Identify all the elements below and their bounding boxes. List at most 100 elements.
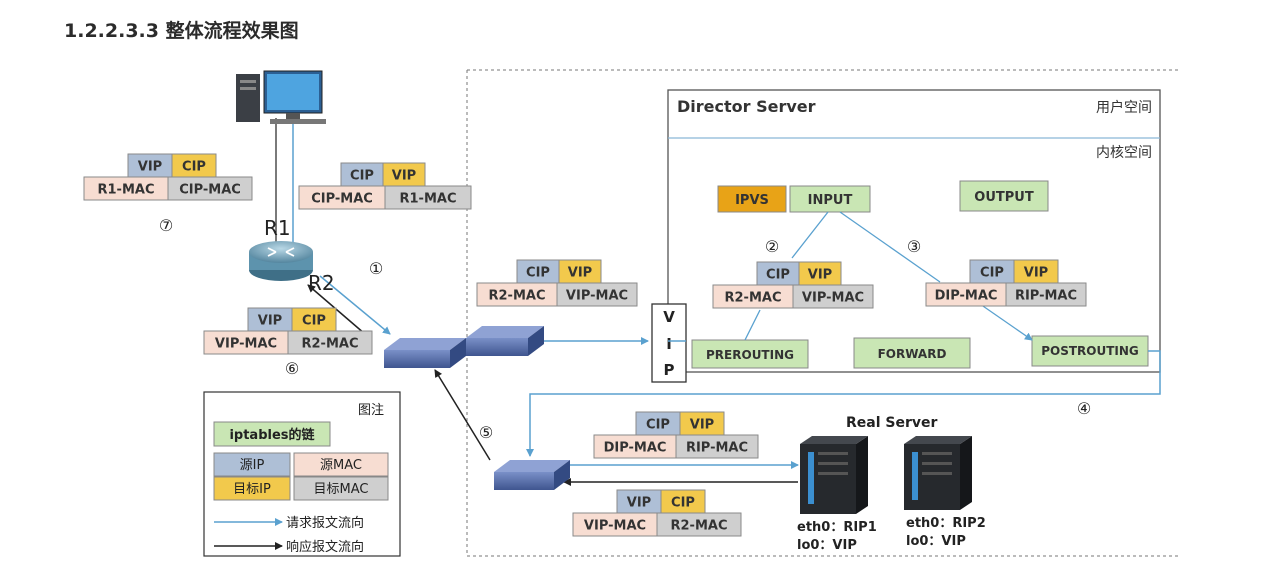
step-marker-4: ④	[1077, 399, 1091, 418]
p_dip_rip_dir-dst-mac-cell	[1005, 282, 1087, 307]
legend-src-mac-swatch	[293, 452, 389, 477]
user-space-label: 用户空间	[1096, 99, 1152, 116]
rs2-eth0-label: eth0：RIP2	[906, 516, 986, 531]
p_in_dir-src-mac-text: R2-MAC	[725, 291, 782, 306]
chain-postrouting-label: POSTROUTING	[1041, 344, 1139, 358]
real-server-2-icon	[904, 436, 972, 510]
chain-forward-label: FORWARD	[878, 347, 947, 361]
step-marker-2: ②	[765, 237, 779, 256]
p_dip_rip_dir-dst-ip-text: VIP	[1024, 266, 1048, 281]
chain-input	[789, 185, 871, 213]
link-packet3-postrouting	[979, 303, 1033, 341]
legend-src-ip-swatch	[213, 452, 291, 477]
legend-dst-mac-swatch	[293, 476, 389, 501]
p_reply_r1-dst-mac-cell	[167, 176, 253, 201]
client-computer-icon	[236, 70, 326, 124]
p_reply_rs-dst-mac-text: R2-MAC	[671, 519, 728, 534]
step-marker-6: ⑥	[285, 359, 299, 378]
switch-3-icon	[494, 460, 570, 490]
p_dip_rip_dir-src-ip-text: CIP	[980, 266, 1004, 281]
p_reply_rs-dst-mac-cell	[656, 512, 742, 537]
p_reply_rs-src-mac-text: VIP-MAC	[584, 519, 646, 534]
switch-1-icon	[384, 338, 466, 368]
p_r2_vip-dst-mac-text: VIP-MAC	[566, 289, 628, 304]
p_reply_r2-dst-ip-text: CIP	[302, 314, 326, 329]
director-server-title: Director Server	[677, 97, 816, 116]
vip-interface-box	[651, 303, 687, 383]
p_cip_r1-src-ip-text: CIP	[350, 169, 374, 184]
p_in_dir-dst-mac-text: VIP-MAC	[802, 291, 864, 306]
p_reply_r1-dst-ip-text: CIP	[182, 160, 206, 175]
request-arrow-r2-to-switch	[319, 275, 391, 335]
step-marker-3: ③	[907, 237, 921, 256]
step-marker-1: ①	[369, 259, 383, 278]
p_cip_r1-dst-mac-cell	[384, 185, 472, 210]
router-r2-label: R2	[308, 271, 335, 295]
p_cip_r1-dst-mac-text: R1-MAC	[400, 192, 457, 207]
chain-forward	[853, 337, 971, 369]
p_in_dir-dst-mac-cell	[792, 284, 874, 309]
packet-headers: CIP VIP CIP-MAC R1-MAC CIP VIP R2-MAC VIP-MAC CI…	[83, 153, 1087, 537]
p_dip_rip_dir-dst-mac-text: RIP-MAC	[1015, 289, 1077, 304]
kernel-space-label: 内核空间	[1096, 145, 1152, 161]
p_in_dir-src-ip-text: CIP	[766, 268, 790, 283]
p_r2_vip-src-ip-text: CIP	[526, 266, 550, 281]
legend-title: 图注	[358, 403, 384, 418]
p_dip_rip_rs-dst-ip-text: VIP	[690, 418, 714, 433]
p_reply_r1-src-mac-text: R1-MAC	[98, 183, 155, 198]
chain-prerouting	[691, 339, 809, 369]
p_reply_r1-dst-mac-text: CIP-MAC	[179, 183, 241, 198]
chain-prerouting-label: PREROUTING	[706, 348, 794, 362]
p_dip_rip_rs-src-ip-text: CIP	[646, 418, 670, 433]
response-arrow-switch3-to-switch1	[434, 369, 491, 461]
legend-dst-ip-swatch	[213, 476, 291, 501]
link-input-postrouting	[839, 211, 941, 283]
vip-letter-p: P	[664, 361, 675, 379]
real-server-title: Real Server	[846, 415, 937, 431]
director-server-box	[667, 89, 1161, 373]
p_reply_r2-src-ip-text: VIP	[258, 314, 282, 329]
router-r1-label: R1	[264, 216, 291, 240]
p_reply_r1-src-ip-text: VIP	[138, 160, 162, 175]
vip-letter-i: I	[666, 335, 672, 353]
p_in_dir-dst-ip-text: VIP	[808, 268, 832, 283]
chain-input-label: INPUT	[808, 193, 853, 208]
legend-dst-ip-label: 目标IP	[233, 482, 271, 497]
p_r2_vip-dst-ip-text: VIP	[568, 266, 592, 281]
chain-output-label: OUTPUT	[974, 190, 1034, 205]
rs2-lo0-label: lo0：VIP	[906, 534, 966, 549]
router-icon	[249, 241, 313, 281]
chain-ipvs-label: IPVS	[735, 193, 769, 208]
p_dip_rip_rs-dst-mac-text: RIP-MAC	[686, 441, 748, 456]
p_dip_rip_rs-dst-mac-cell	[675, 434, 759, 459]
p_reply_r2-dst-mac-cell	[287, 330, 373, 355]
legend-dst-mac-label: 目标MAC	[314, 482, 369, 497]
vip-letter-v: V	[663, 308, 675, 326]
chain-ipvs	[717, 185, 787, 213]
legend-src-ip-label: 源IP	[240, 458, 265, 473]
p_r2_vip-src-mac-text: R2-MAC	[489, 289, 546, 304]
p_dip_rip_rs-src-mac-text: DIP-MAC	[604, 441, 667, 456]
p_cip_r1-src-mac-text: CIP-MAC	[311, 192, 373, 207]
rs1-lo0-label: lo0：VIP	[797, 538, 857, 553]
p_r2_vip-dst-mac-cell	[556, 282, 638, 307]
switch-2-icon	[466, 326, 544, 356]
legend-chain-swatch	[213, 421, 331, 447]
p_reply_r2-src-mac-text: VIP-MAC	[215, 337, 277, 352]
request-arrow-director-to-switch3	[526, 350, 1161, 457]
step-marker-5: ⑤	[479, 423, 493, 442]
chain-output	[959, 180, 1049, 212]
p_reply_rs-dst-ip-text: CIP	[671, 496, 695, 511]
real-server-1-icon	[800, 436, 868, 514]
p_reply_r2-dst-mac-text: R2-MAC	[302, 337, 359, 352]
link-packet2-input	[791, 211, 829, 259]
legend-chain-label: iptables的链	[229, 427, 315, 443]
step-marker-7: ⑦	[159, 216, 173, 235]
section-heading: 1.2.2.3.3 整体流程效果图	[64, 20, 299, 42]
p_dip_rip_dir-src-mac-text: DIP-MAC	[935, 289, 998, 304]
rs1-eth0-label: eth0：RIP1	[797, 520, 877, 535]
p_reply_rs-src-ip-text: VIP	[627, 496, 651, 511]
legend-response-label: 响应报文流向	[286, 539, 364, 555]
legend-src-mac-label: 源MAC	[320, 458, 362, 473]
